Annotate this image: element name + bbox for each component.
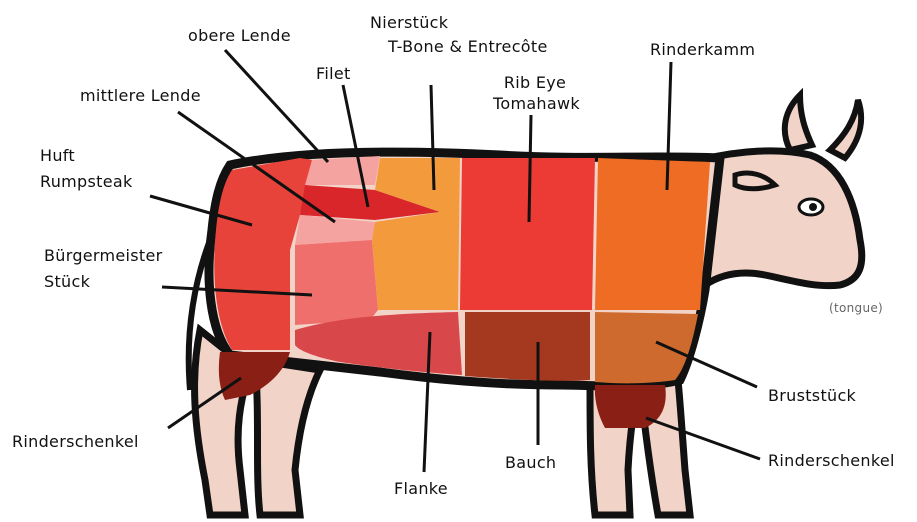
cut-obere-lende <box>305 156 380 185</box>
horn-left <box>785 95 812 150</box>
label-huft: Huft <box>40 146 75 166</box>
label-tongue: (tongue) <box>829 298 883 318</box>
label-rib-eye: Rib Eye <box>500 73 570 93</box>
label-rinderkamm: Rinderkamm <box>650 40 755 60</box>
cut-nierstueck <box>372 158 460 310</box>
label-mittlere-lende: mittlere Lende <box>80 86 201 106</box>
head-shape <box>700 151 862 286</box>
head <box>700 95 862 286</box>
label-rumpsteak: Rumpsteak <box>40 172 133 192</box>
cut-bauch <box>465 312 590 381</box>
cut-rib-eye <box>460 158 595 310</box>
label-bruststueck: Bruststück <box>768 386 856 406</box>
cut-rinderkamm <box>595 158 710 310</box>
pupil <box>809 203 817 211</box>
label-bauch: Bauch <box>505 453 556 473</box>
label-buergermeister: Bürgermeister <box>44 246 163 266</box>
cut-buergermeister <box>295 240 378 325</box>
horn-right <box>830 100 861 158</box>
label-tomahawk: Tomahawk <box>493 94 580 114</box>
label-rinderschenkel-right: Rinderschenkel <box>768 451 895 471</box>
leader-rib-eye <box>529 115 531 222</box>
leader-obere-lende <box>225 50 328 162</box>
label-nierstueck: Nierstück <box>370 13 448 33</box>
label-filet: Filet <box>316 64 351 84</box>
label-stueck: Stück <box>44 272 90 292</box>
label-obere-lende: obere Lende <box>188 26 291 46</box>
label-flanke: Flanke <box>394 479 448 499</box>
label-rinderschenkel-left: Rinderschenkel <box>12 432 139 452</box>
label-tbone: T-Bone & Entrecôte <box>388 37 548 57</box>
